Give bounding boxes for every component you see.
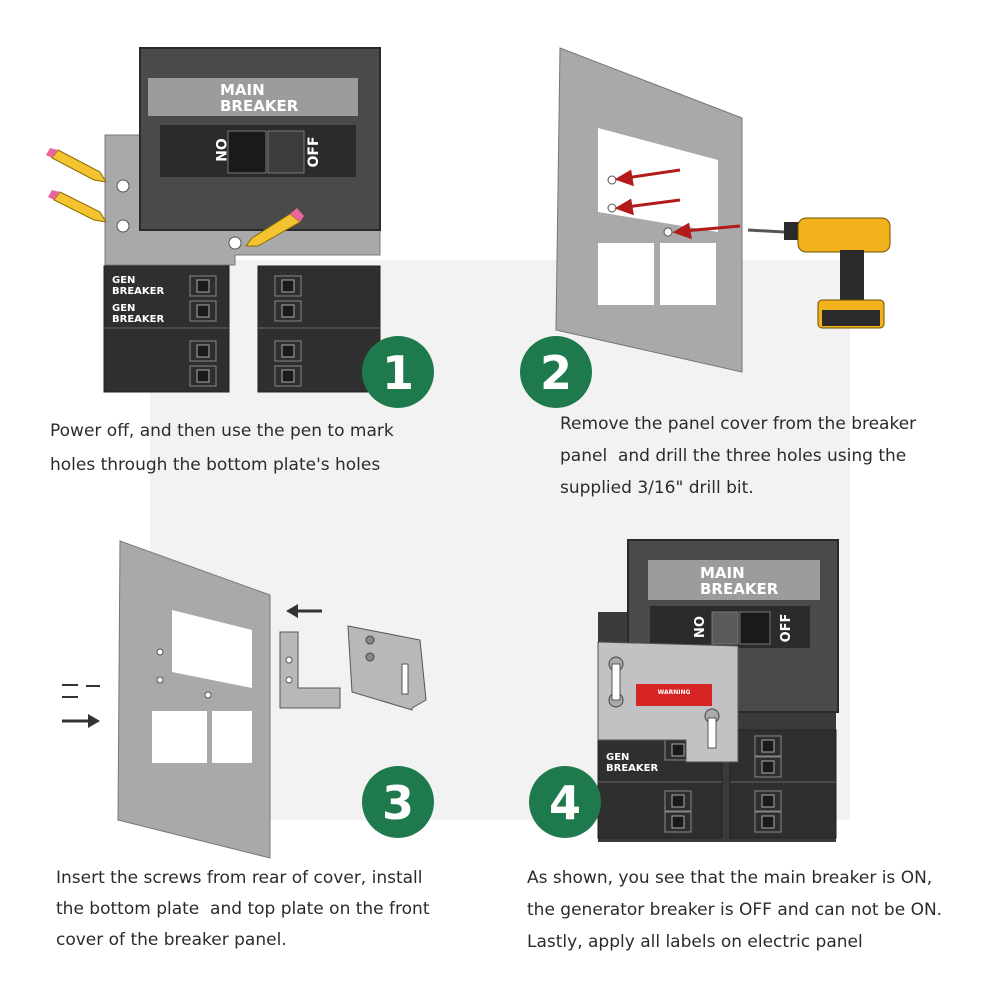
gen-breaker-label: BREAKER xyxy=(112,286,164,297)
warning-text: WARNING xyxy=(658,689,691,696)
plate-hole xyxy=(116,179,130,193)
arrow-right-icon xyxy=(62,714,100,728)
step-3-illustration xyxy=(62,540,427,859)
cover-opening xyxy=(172,610,252,688)
instruction-line: Lastly, apply all labels on electric pan… xyxy=(527,932,863,952)
warning-label xyxy=(636,684,712,706)
step-2-instructions: Remove the panel cover from the breaker … xyxy=(560,408,980,504)
step-badge-1: 1 xyxy=(362,336,434,408)
step-number: 3 xyxy=(382,776,414,830)
step-3-instructions: Insert the screws from rear of cover, in… xyxy=(56,863,486,956)
instruction-line: As shown, you see that the main breaker … xyxy=(527,868,933,888)
step-2-illustration xyxy=(555,47,891,373)
gen-breaker-label: GEN xyxy=(606,752,629,763)
instruction-line: holes through the bottom plate's holes xyxy=(50,455,381,475)
instruction-line: Insert the screws from rear of cover, in… xyxy=(56,868,423,888)
pencil-icon xyxy=(245,208,304,247)
off-label: OFF xyxy=(306,136,322,167)
arrow-left-icon xyxy=(286,604,322,618)
step-1-instructions: Power off, and then use the pen to mark … xyxy=(50,414,470,482)
step-number: 4 xyxy=(549,776,581,830)
pencil-icon xyxy=(46,148,107,183)
panel-cover xyxy=(117,540,271,859)
drill-icon xyxy=(747,217,891,329)
instruction-line: Remove the panel cover from the breaker xyxy=(560,414,917,434)
screw-icon xyxy=(62,684,100,698)
step-badge-4: 4 xyxy=(529,766,601,838)
instruction-line: the generator breaker is OFF and can not… xyxy=(527,900,943,920)
step-number: 2 xyxy=(540,346,572,400)
gen-breaker-label: BREAKER xyxy=(112,314,164,325)
on-label: ON xyxy=(690,616,705,638)
step-4-instructions: As shown, you see that the main breaker … xyxy=(527,862,987,958)
gen-breaker-label: GEN xyxy=(112,275,135,286)
red-arrow-icon xyxy=(614,168,741,240)
gen-breaker-label: GEN xyxy=(112,303,135,314)
off-label: OFF xyxy=(779,614,794,643)
instruction-line: panel and drill the three holes using th… xyxy=(560,446,907,466)
instruction-line: cover of the breaker panel. xyxy=(56,930,287,950)
pencil-icon xyxy=(48,190,107,223)
cover-opening xyxy=(212,711,252,763)
cover-opening xyxy=(660,243,716,305)
main-breaker-label-2: BREAKER xyxy=(220,97,299,115)
cover-opening xyxy=(152,711,207,763)
main-breaker-label-1: MAIN xyxy=(700,564,745,582)
step-1-illustration: MAIN BREAKER ON OFF GEN BREAKER GEN BREA… xyxy=(46,47,381,393)
bottom-plate xyxy=(279,631,341,709)
main-breaker-label-1: MAIN xyxy=(220,81,265,99)
instruction-line: the bottom plate and top plate on the fr… xyxy=(56,899,430,919)
plate-hole xyxy=(228,236,242,250)
on-label: ON xyxy=(212,138,228,162)
breaker-row-right xyxy=(729,729,837,839)
main-breaker-label-2: BREAKER xyxy=(700,580,779,598)
cover-opening xyxy=(598,243,654,305)
step-badge-3: 3 xyxy=(362,766,434,838)
step-badge-2: 2 xyxy=(520,336,592,408)
instruction-line: supplied 3/16" drill bit. xyxy=(560,478,754,498)
step-4-illustration: MAIN BREAKER ON OFF GEN BREAKER WARNING xyxy=(597,539,839,842)
step-number: 1 xyxy=(382,346,414,400)
gen-breaker-label: BREAKER xyxy=(606,763,658,774)
instruction-line: Power off, and then use the pen to mark xyxy=(50,421,394,441)
plate-hole xyxy=(116,219,130,233)
